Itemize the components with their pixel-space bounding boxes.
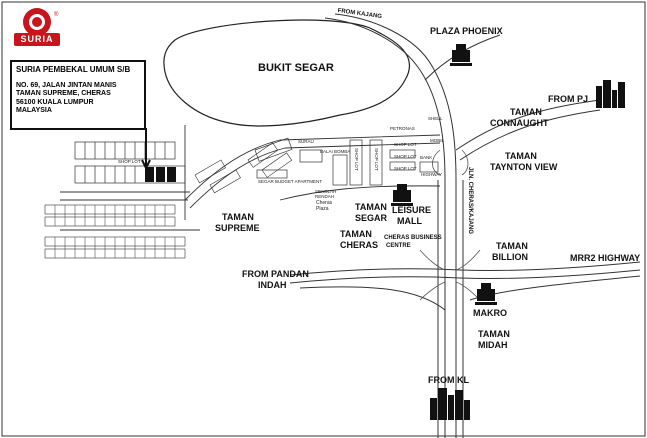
label-taman-supreme-2: SUPREME <box>215 223 260 233</box>
label-plaza-phoenix: PLAZA PHOENIX <box>430 26 503 36</box>
company-name: SURIA PEMBEKAL UMUM S/B <box>16 65 131 74</box>
address-line: NO. 69, JALAN JINTAN MANIS <box>16 82 117 89</box>
small-label-plaza: Plaza <box>316 206 329 212</box>
label-taman-midah-1: TAMAN <box>478 329 510 339</box>
label-taman-supreme-1: TAMAN <box>222 212 254 222</box>
terrace-house-dividers <box>54 205 176 258</box>
label-cheras-business-centre-1: CHERAS BUSINESS <box>384 235 442 241</box>
small-label-highway: HIGHWAY <box>421 172 442 177</box>
label-taman-connaught-1: TAMAN <box>510 107 542 117</box>
bukit-segar-hill <box>163 19 411 127</box>
logo-sun-icon <box>23 8 51 36</box>
facility-blocks <box>254 137 439 186</box>
small-label-petronas: PETRONAS <box>390 126 415 131</box>
registered-mark: ® <box>54 12 59 18</box>
small-label-cheras: Cheras <box>316 200 333 206</box>
city-skyline-icon-kl <box>430 388 470 420</box>
label-taman-segar-1: TAMAN <box>355 202 387 212</box>
label-from-pj: FROM PJ <box>548 94 589 104</box>
label-cheras-business-centre-2: CENTRE <box>386 243 411 249</box>
label-from-pandan-indah-1: FROM PANDAN <box>242 269 309 279</box>
label-taman-billion-1: TAMAN <box>496 241 528 251</box>
small-label-balai-bomba: BALAI BOMBA <box>320 149 351 154</box>
label-taman-billion-2: BILLION <box>492 252 528 262</box>
highlighted-shop-lots <box>145 167 176 182</box>
label-from-pandan-indah-2: INDAH <box>258 280 287 290</box>
suria-logo: SURIA <box>14 33 60 46</box>
local-roads <box>60 125 441 231</box>
small-label-shop-lot-v1: SHOP LOT <box>354 148 359 171</box>
label-mrr2-highway: MRR2 HIGHWAY <box>570 253 641 263</box>
label-taman-cheras-1: TAMAN <box>340 229 372 239</box>
address-line: 56100 KUALA LUMPUR <box>16 98 94 106</box>
company-address-box: SURIA PEMBEKAL UMUM S/B NO. 69, JALAN JI… <box>10 60 146 130</box>
shop-lot-rows <box>74 141 186 184</box>
label-taman-cheras-2: CHERAS <box>340 240 379 250</box>
label-leisure-mall-1: LEISURE <box>392 205 432 215</box>
building-icon-leisure-mall <box>391 184 413 206</box>
address-line: MALAYSIA <box>16 107 52 115</box>
label-jln-cheras-kajang: JLN. CHERAS/KAJANG <box>467 167 473 235</box>
label-taman-segar-2: SEGAR <box>355 213 388 223</box>
label-taman-taynton-view-1: TAMAN <box>505 151 537 161</box>
building-icon-makro <box>475 283 497 305</box>
small-label-mobil: MOBIL <box>430 138 445 143</box>
small-label-bank: BANK <box>420 155 433 160</box>
label-leisure-mall-2: MALL <box>397 216 422 226</box>
address-line: TAMAN SUPREME, CHERAS <box>16 90 111 98</box>
small-label-shop-lot-a: SHOP LOT <box>394 142 417 147</box>
mrr2-highway <box>289 261 641 311</box>
small-label-shell: SHELL <box>428 116 443 121</box>
small-label-shop-lot: SHOP LOT <box>118 159 141 164</box>
label-taman-connaught-2: CONNAUGHT <box>490 118 549 128</box>
small-label-sekolah: SEKOLAH <box>315 189 337 194</box>
label-from-kl: FROM KL <box>428 375 469 385</box>
small-label-shop-lot-b: SHOP LOT <box>394 154 417 159</box>
label-makro: MAKRO <box>473 308 507 318</box>
city-skyline-icon-pj <box>596 80 625 108</box>
small-label-surau: SURAU <box>298 139 314 144</box>
building-icon-plaza-phoenix <box>450 44 472 66</box>
label-bukit-segar: BUKIT SEGAR <box>258 62 334 74</box>
small-label-shop-lot-v2: SHOP LOT <box>374 148 379 171</box>
label-taman-taynton-view-2: TAYNTON VIEW <box>490 162 558 172</box>
label-taman-midah-2: MIDAH <box>478 340 508 350</box>
small-label-rendah: RENDAH <box>315 194 335 199</box>
small-label-segar-budget-apartment: SEGAR BUDGET APARTMENT <box>258 179 323 184</box>
small-label-shop-lot-c: SHOP LOT <box>394 166 417 171</box>
